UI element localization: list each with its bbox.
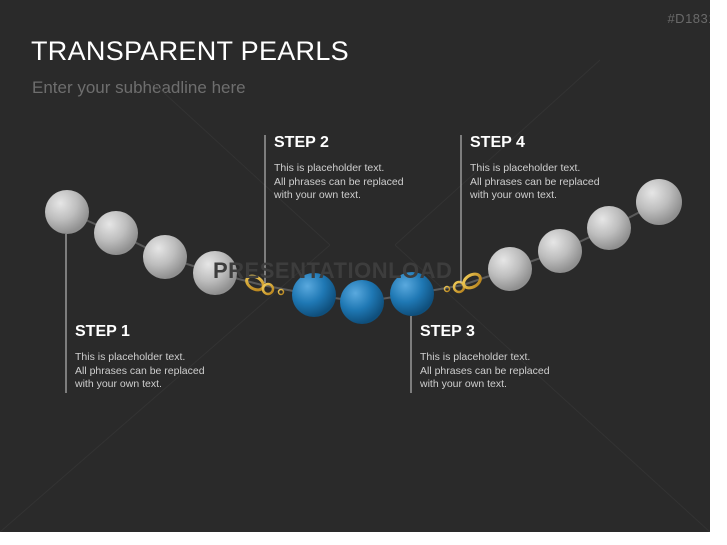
slide-subtitle: Enter your subheadline here — [32, 78, 246, 97]
grey-pearl — [94, 211, 138, 255]
grey-pearl — [636, 179, 682, 225]
grey-pearl — [587, 206, 631, 250]
pearl-necklace-diagram — [0, 59, 710, 532]
step-title: STEP 2 — [274, 134, 329, 151]
step-title: STEP 3 — [420, 323, 475, 340]
grey-pearls-right — [488, 179, 682, 291]
step-text: This is placeholder text. All phrases ca… — [274, 162, 404, 201]
clasp-right-icon — [443, 272, 482, 294]
slide-title: TRANSPARENT PEARLS — [31, 36, 349, 66]
step-text: This is placeholder text. All phrases ca… — [75, 351, 205, 390]
step-title: STEP 1 — [75, 323, 130, 340]
clasp-left-icon — [245, 274, 285, 296]
watermark: PRESENTATIONLOAD — [213, 258, 453, 283]
grey-pearl — [193, 251, 237, 295]
connector-lines — [65, 135, 462, 393]
grey-pearl — [538, 229, 582, 273]
step-1: STEP 1 This is placeholder text. All phr… — [75, 323, 275, 392]
step-2: STEP 2 This is placeholder text. All phr… — [274, 134, 454, 203]
blue-pearls — [292, 272, 434, 324]
step-text: This is placeholder text. All phrases ca… — [470, 162, 600, 201]
grey-pearl — [143, 235, 187, 279]
slide: #D1831 TRANSPARENT PEARLS Enter your sub… — [0, 0, 710, 532]
step-title: STEP 4 — [470, 134, 525, 151]
step-text: This is placeholder text. All phrases ca… — [420, 351, 550, 390]
grey-pearl — [45, 190, 89, 234]
blue-pearl — [340, 280, 384, 324]
blue-pearl — [390, 272, 434, 316]
step-4: STEP 4 This is placeholder text. All phr… — [470, 134, 650, 203]
slide-id: #D1831 — [667, 11, 710, 26]
grey-pearl — [488, 247, 532, 291]
grey-pearls-left — [45, 190, 237, 295]
background-lines — [0, 59, 710, 532]
step-3: STEP 3 This is placeholder text. All phr… — [420, 323, 620, 392]
blue-pearl — [292, 273, 336, 317]
